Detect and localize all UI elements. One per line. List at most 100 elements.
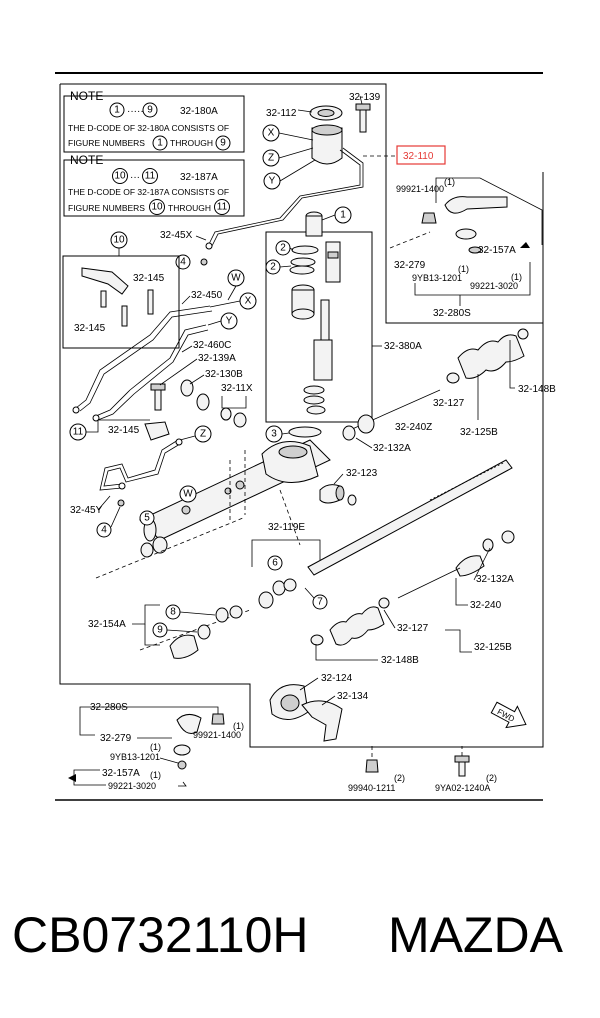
callout-1-a: 1 bbox=[340, 210, 346, 221]
label-9YA02-1240A: 9YA02-1240A bbox=[435, 783, 490, 793]
highlight-32-110: 32-110 bbox=[363, 145, 446, 165]
seal-32-130B-b bbox=[196, 393, 210, 411]
caption-part-number: CB0732110H bbox=[12, 907, 309, 963]
callout-w-2: W bbox=[183, 489, 193, 500]
bolt-32-139 bbox=[359, 107, 367, 133]
bracket-32-187A-b bbox=[144, 421, 170, 441]
note-1-ref-start-2: 1 bbox=[157, 138, 163, 149]
callout-y-2: Y bbox=[226, 316, 233, 327]
callout-3: 3 bbox=[271, 429, 277, 440]
callout-x-2: X bbox=[245, 296, 252, 307]
label-9YB13-1201-r: 9YB13-1201 bbox=[412, 273, 462, 283]
callout-8: 8 bbox=[170, 607, 176, 618]
label-32-154A: 32-154A bbox=[88, 619, 126, 630]
label-32-148B-b: 32-148B bbox=[381, 655, 419, 666]
label-32-119E: 32-119E bbox=[268, 522, 305, 533]
pinion bbox=[313, 339, 333, 381]
label-32-139-top: 32-139 bbox=[349, 92, 381, 103]
label-32-279-r: 32-279 bbox=[394, 260, 426, 271]
label-32-112: 32-112 bbox=[266, 108, 297, 119]
main-frame bbox=[59, 83, 544, 748]
seal-5 bbox=[140, 542, 154, 558]
cylinder-end-32-154A bbox=[169, 634, 199, 659]
label-32-123: 32-123 bbox=[346, 468, 378, 479]
callout-7: 7 bbox=[317, 597, 323, 608]
label-99221-3020-r: 99221-3020 bbox=[470, 281, 518, 291]
tie-rod-end-frame bbox=[385, 172, 544, 324]
seal-32-130B-a bbox=[180, 379, 194, 397]
label-32-132A-a: 32-132A bbox=[373, 443, 411, 454]
highlight-label: 32-110 bbox=[403, 151, 434, 162]
callout-z-2: Z bbox=[200, 429, 206, 440]
bolt-32-139A bbox=[154, 387, 162, 411]
note-2: NOTE 10 ··· 11 32-187A THE D-CODE OF 32-… bbox=[63, 153, 245, 217]
nut-top bbox=[305, 215, 323, 237]
callout-x-1: X bbox=[268, 128, 275, 139]
tie-rod-end-part-l bbox=[176, 714, 202, 734]
input-shaft bbox=[325, 241, 341, 283]
callout-w-1: W bbox=[231, 273, 241, 284]
note-2-ref-end-2: 11 bbox=[217, 202, 228, 213]
gear-housing bbox=[139, 439, 331, 542]
qty-1-b: (1) bbox=[458, 264, 469, 274]
label-32-148B-r: 32-148B bbox=[518, 384, 556, 395]
note-1-ref-end: 9 bbox=[147, 105, 153, 116]
bolt-32-145-a bbox=[147, 289, 154, 315]
rack-bar bbox=[307, 459, 513, 576]
valve-housing bbox=[311, 127, 343, 165]
note-2-ref-start-2: 10 bbox=[151, 202, 163, 213]
label-32-132A-b: 32-132A bbox=[476, 574, 514, 585]
bracket-box bbox=[62, 255, 180, 349]
valve-housing-group bbox=[205, 95, 371, 250]
highlight-box bbox=[396, 145, 446, 165]
boot-lower bbox=[310, 597, 390, 646]
label-32-157A-r: 32-157A bbox=[478, 245, 516, 256]
callout-4-b: 4 bbox=[101, 525, 107, 536]
note-2-ref-end: 11 bbox=[145, 171, 156, 182]
label-32-145-c: 32-145 bbox=[108, 425, 140, 436]
callout-z-1: Z bbox=[268, 153, 274, 164]
label-32-450: 32-450 bbox=[191, 290, 223, 301]
label-32-280S-r: 32-280S bbox=[433, 308, 471, 319]
bolt-32-145-b bbox=[121, 305, 128, 327]
callout-5: 5 bbox=[144, 513, 150, 524]
label-32-139A: 32-139A bbox=[198, 353, 236, 364]
qty-1-d: (1) bbox=[233, 721, 244, 731]
label-32-460C: 32-460C bbox=[193, 340, 231, 351]
nut-r bbox=[421, 212, 437, 224]
callout-6: 6 bbox=[272, 558, 278, 569]
label-99940-1211: 99940-1211 bbox=[348, 783, 395, 793]
svg-text:···: ··· bbox=[130, 172, 140, 183]
note-1-ref-end-2: 9 bbox=[220, 138, 226, 149]
label-99921-1400-r: 99921-1400 bbox=[396, 184, 444, 194]
note-2-part: 32-187A bbox=[180, 172, 218, 183]
fwd-arrow: FWD bbox=[490, 701, 527, 729]
label-32-11X: 32-11X bbox=[221, 383, 253, 394]
nut-99940-1211 bbox=[365, 759, 379, 773]
bracket-32-187A bbox=[81, 267, 129, 295]
mount-bracket-32-134 bbox=[301, 700, 343, 742]
label-32-125B-r: 32-125B bbox=[460, 427, 498, 438]
note-1-line2b: THROUGH bbox=[170, 138, 213, 148]
note-1-line2a: FIGURE NUMBERS bbox=[68, 138, 145, 148]
qty-1-e: (1) bbox=[150, 742, 161, 752]
label-32-45Y: 32-45Y bbox=[70, 505, 103, 516]
label-32-240: 32-240 bbox=[470, 600, 502, 611]
bushing-32-119E bbox=[258, 591, 274, 609]
label-9YB13-1201-l: 9YB13-1201 bbox=[110, 752, 160, 762]
callout-10: 10 bbox=[113, 235, 125, 246]
qty-1-c: (1) bbox=[511, 272, 522, 282]
note-2-line1: THE D-CODE OF 32-187A CONSISTS OF bbox=[68, 187, 229, 197]
label-32-124: 32-124 bbox=[321, 673, 353, 684]
callout-2-a: 2 bbox=[280, 243, 286, 254]
label-32-127-b: 32-127 bbox=[397, 623, 429, 634]
label-99921-1400-l: 99921-1400 bbox=[193, 730, 241, 740]
label-32-45X: 32-45X bbox=[160, 230, 193, 241]
boot-upper bbox=[446, 328, 529, 384]
label-32-130B: 32-130B bbox=[205, 369, 243, 380]
callout-4-a: 4 bbox=[180, 257, 186, 268]
qty-2-b: (2) bbox=[486, 773, 497, 783]
dust-boot-r bbox=[455, 228, 477, 240]
caption-brand: MAZDA bbox=[388, 907, 563, 963]
